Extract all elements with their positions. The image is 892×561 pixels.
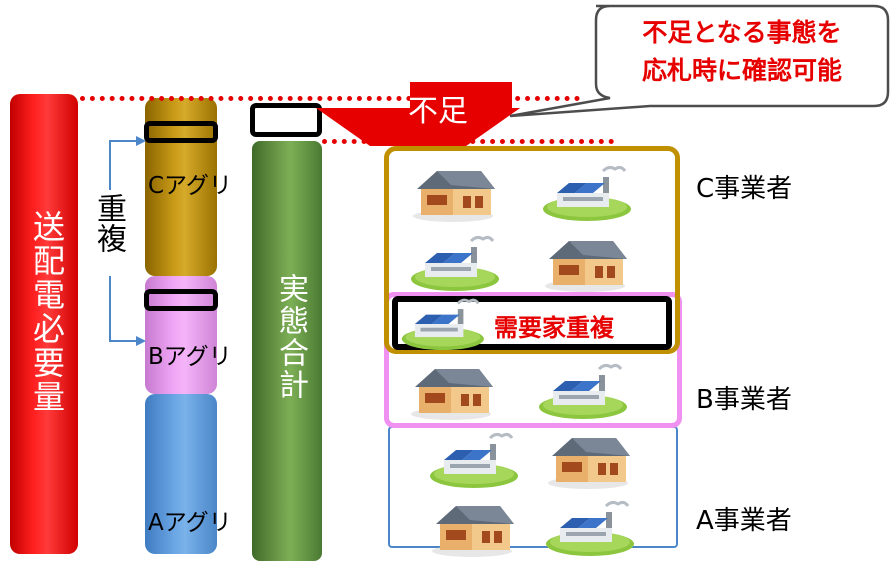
factory-icon — [426, 430, 518, 490]
house-icon — [542, 430, 634, 490]
operator-c-label: C事業者 — [696, 174, 793, 204]
operator-a-label: A事業者 — [696, 506, 792, 536]
duplication-label-bg — [84, 190, 124, 276]
aggregator-c-segment — [145, 98, 217, 276]
duplicate-customer-box: 需要家重複 — [392, 296, 672, 350]
total-demand-label: 送配電必要量 — [28, 210, 66, 414]
factory-icon — [398, 296, 484, 352]
demand-level-line — [80, 96, 580, 101]
house-icon — [426, 498, 518, 558]
duplicate-marker-b — [144, 289, 218, 311]
aggregator-a-label: Aアグリ — [148, 510, 232, 536]
callout-line-2: 応札時に確認可能 — [641, 56, 842, 85]
operator-b-label: B事業者 — [696, 385, 792, 415]
aggregator-c-label: Cアグリ — [148, 173, 232, 199]
operator-c-group — [384, 146, 680, 354]
duplication-label: 重複 — [91, 193, 126, 253]
shortage-label: 不足 — [408, 94, 468, 129]
total-demand-bar: 送配電必要量 — [10, 94, 78, 554]
aggregator-a-segment — [145, 394, 217, 554]
callout-bubble — [509, 4, 890, 118]
shortage-arrow — [316, 82, 520, 146]
house-icon — [539, 233, 631, 293]
factory-icon — [542, 498, 634, 558]
factory-icon — [539, 163, 631, 223]
aggregator-b-segment — [145, 276, 217, 394]
operator-a-group — [388, 426, 678, 548]
callout-line-1: 不足となる事態を — [642, 18, 842, 47]
actual-total-bar: 実態合計 — [252, 141, 322, 561]
duplicate-customer-label: 需要家重複 — [494, 314, 614, 342]
factory-icon — [407, 233, 499, 293]
aggregator-b-label: Bアグリ — [148, 344, 232, 370]
callout-text: 不足となる事態を 応札時に確認可能 — [606, 14, 878, 90]
shortage-box — [250, 103, 322, 137]
house-icon — [405, 361, 497, 421]
factory-icon — [535, 361, 627, 421]
actual-total-label: 実態合計 — [273, 273, 308, 401]
duplicate-marker-c — [144, 121, 218, 143]
house-icon — [407, 163, 499, 223]
